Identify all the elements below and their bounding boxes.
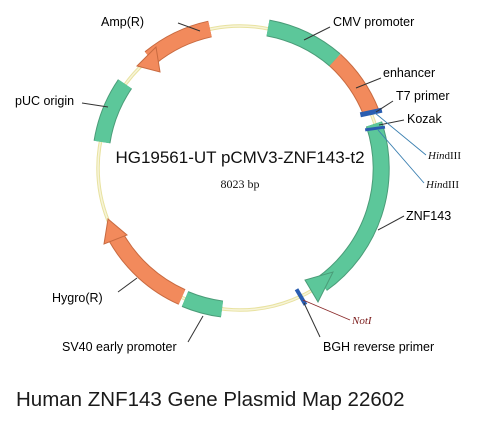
notI-leader bbox=[302, 299, 351, 321]
znf143-label: ZNF143 bbox=[406, 209, 451, 223]
znf143-arrowhead bbox=[304, 271, 334, 304]
t7-leader bbox=[375, 100, 394, 113]
t7-primer-marker bbox=[359, 107, 383, 118]
notI-label: NotI bbox=[351, 315, 373, 327]
enhancer-arc bbox=[329, 54, 378, 115]
amp-arrowhead bbox=[136, 45, 161, 73]
hind2-leader bbox=[377, 129, 425, 184]
cmv-promoter-arc bbox=[266, 20, 340, 66]
puc-origin-arc bbox=[94, 79, 132, 144]
hind2-label: HindIII bbox=[425, 179, 459, 191]
kozak-marker bbox=[364, 125, 386, 132]
hygro-label: Hygro(R) bbox=[52, 291, 103, 305]
enhancer-label: enhancer bbox=[383, 66, 435, 80]
cmv-leader bbox=[303, 26, 331, 41]
hygro-arc bbox=[109, 233, 186, 304]
t7-primer-label: T7 primer bbox=[396, 89, 449, 103]
plasmid-size: 8023 bp bbox=[221, 177, 260, 191]
hygro-leader bbox=[117, 277, 138, 293]
hind1-leader bbox=[374, 112, 427, 156]
bgh-primer-label: BGH reverse primer bbox=[323, 340, 434, 354]
amp-arc bbox=[145, 21, 212, 64]
znf143-arc bbox=[317, 121, 389, 291]
puc-leader bbox=[81, 102, 109, 108]
kozak-label: Kozak bbox=[407, 112, 442, 126]
hind1-label: HindIII bbox=[427, 150, 461, 162]
amp-label: Amp(R) bbox=[101, 15, 144, 29]
figure-caption: Human ZNF143 Gene Plasmid Map 22602 bbox=[16, 388, 405, 411]
sv40-leader bbox=[187, 315, 204, 343]
hygro-arrowhead bbox=[103, 218, 128, 245]
enhancer-leader bbox=[355, 77, 382, 89]
znf143-leader bbox=[377, 215, 405, 231]
sv40-promoter-arc bbox=[182, 292, 224, 317]
plasmid-name: HG19561-UT pCMV3-ZNF143-t2 bbox=[115, 148, 364, 167]
cmv-promoter-label: CMV promoter bbox=[333, 15, 414, 29]
puc-origin-label: pUC origin bbox=[15, 94, 74, 108]
bgh-leader bbox=[303, 302, 321, 338]
amp-leader bbox=[177, 22, 201, 32]
sv40-label: SV40 early promoter bbox=[62, 340, 177, 354]
kozak-leader bbox=[378, 119, 405, 126]
bgh-primer-marker bbox=[294, 288, 308, 306]
